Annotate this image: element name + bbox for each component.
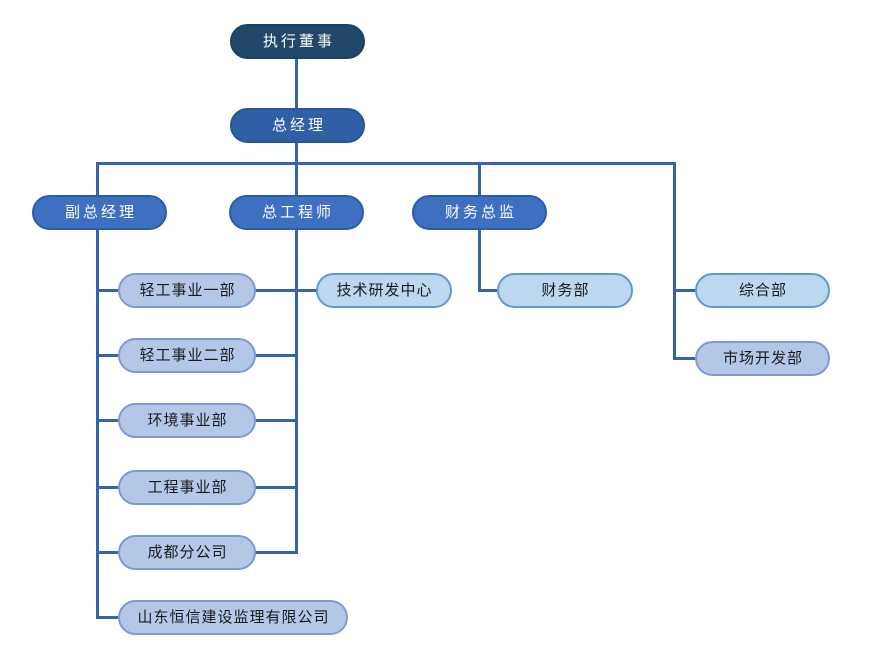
connector-stub-light-industry-2-left (97, 354, 118, 357)
connector-stub-chengdu-right (256, 551, 296, 554)
org-node-general-manager: 总经理 (230, 108, 365, 143)
connector-stub-general-affairs (676, 289, 695, 292)
connector-gm-mainbar (295, 143, 298, 162)
connector-stub-shandong-hengxin (97, 616, 118, 619)
org-node-light-industry-div-1: 轻工事业一部 (118, 273, 256, 308)
org-node-finance-dept: 财务部 (497, 273, 633, 308)
org-node-engineering-div: 工程事业部 (118, 470, 256, 505)
connector-stub-tech-rd-center (298, 289, 316, 292)
connector-stub-environment-left (97, 419, 118, 422)
connector-stub-engineering-right (256, 486, 296, 489)
connector-deputy-gm-spine (96, 230, 99, 619)
org-node-general-affairs-dept: 综合部 (695, 273, 830, 308)
connector-stub-engineering-left (97, 486, 118, 489)
connector-stub-chengdu-left (97, 551, 118, 554)
connector-drop-deputy-gm (96, 165, 99, 195)
org-node-tech-rd-center: 技术研发中心 (316, 273, 452, 308)
connector-stub-light-industry-1-left (97, 289, 118, 292)
org-node-executive-director: 执行董事 (230, 24, 365, 59)
connector-chief-engineer-spine (295, 230, 298, 554)
connector-stub-market-development (676, 357, 695, 360)
connector-stub-environment-right (256, 419, 296, 422)
connector-stub-finance-dept (481, 289, 497, 292)
org-node-environment-div: 环境事业部 (118, 403, 256, 438)
connector-drop-chief-engineer (295, 165, 298, 195)
connector-finance-spine (478, 230, 481, 292)
connector-stub-light-industry-1-right (256, 289, 296, 292)
org-node-chengdu-branch: 成都分公司 (118, 535, 256, 570)
org-node-deputy-general-manager: 副总经理 (32, 195, 167, 230)
connector-execdir-gm (295, 59, 298, 108)
org-node-chief-engineer: 总工程师 (229, 195, 364, 230)
connector-drop-finance-director (478, 165, 481, 195)
org-node-market-development-dept: 市场开发部 (695, 341, 830, 376)
connector-right-branch-spine (673, 165, 676, 360)
org-node-finance-director: 财务总监 (412, 195, 547, 230)
connector-stub-light-industry-2-right (256, 354, 296, 357)
org-node-light-industry-div-2: 轻工事业二部 (118, 338, 256, 373)
org-node-shandong-hengxin: 山东恒信建设监理有限公司 (118, 600, 348, 635)
connector-main-horizontal-bar (96, 162, 676, 165)
